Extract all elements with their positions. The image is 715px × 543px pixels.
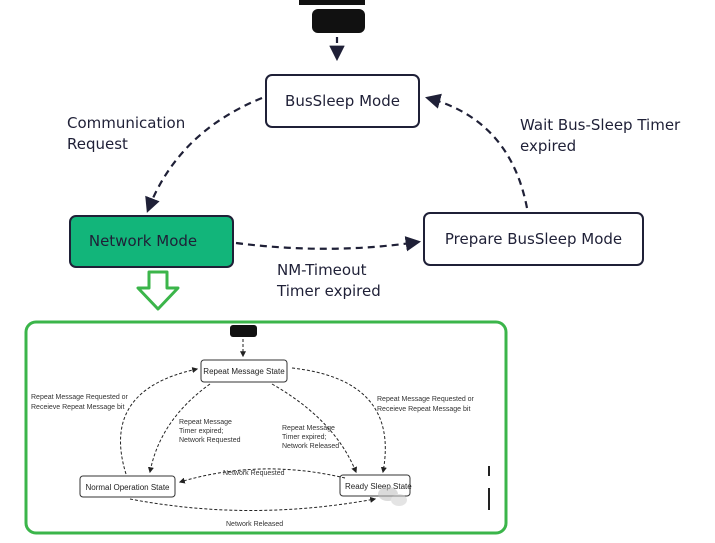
state-normal-operation: Normal Operation State bbox=[79, 475, 176, 498]
state-repeat-message: Repeat Message State bbox=[200, 359, 288, 383]
state-network-label: Network Mode bbox=[89, 232, 197, 250]
state-network-mode: Network Mode bbox=[69, 215, 234, 268]
label-nm-timeout-2: Timer expired bbox=[276, 282, 381, 300]
label-right-outer-1: Repeat Message Requested or bbox=[377, 396, 475, 403]
label-to-ready: Network Released bbox=[226, 521, 283, 528]
arrow-ready-to-repeat bbox=[291, 367, 387, 474]
vertical-tick bbox=[488, 466, 490, 476]
state-ready-label: Ready Sleep State bbox=[345, 482, 412, 491]
arrow-comm-request bbox=[145, 96, 263, 213]
top-bar bbox=[299, 0, 365, 5]
state-prepare-label: Prepare BusSleep Mode bbox=[445, 230, 622, 248]
label-comm-request-1: Communication bbox=[67, 114, 185, 132]
label-nm-timeout-1: NM-Timeout bbox=[277, 261, 367, 279]
label-right-outer-2: Receieve Repeat Message bit bbox=[377, 406, 470, 413]
vertical-tick bbox=[488, 488, 490, 510]
label-right-inner-2: Timer expired; bbox=[282, 434, 327, 441]
label-right-inner-3: Network Released bbox=[282, 443, 339, 450]
label-comm-request-2: Request bbox=[67, 135, 128, 153]
initial-node bbox=[312, 9, 365, 33]
arrow-wait-timer bbox=[425, 93, 529, 209]
state-prepare-bussleep-mode: Prepare BusSleep Mode bbox=[423, 212, 644, 266]
arrow-normal-to-repeat bbox=[120, 367, 199, 475]
watermark-chat-icon bbox=[378, 487, 407, 506]
label-wait-timer-2: expired bbox=[520, 137, 576, 155]
label-left-inner-3: Network Requested bbox=[179, 437, 241, 444]
substate-frame bbox=[24, 320, 508, 535]
state-repeat-label: Repeat Message State bbox=[203, 367, 285, 376]
arrow-ready-to-normal bbox=[178, 468, 346, 484]
label-left-outer-2: Receieve Repeat Message bit bbox=[31, 404, 124, 411]
label-to-normal: Network Requested bbox=[223, 470, 285, 477]
label-left-outer-1: Repeat Message Requested or bbox=[31, 394, 129, 401]
label-left-inner-1: Repeat Message bbox=[179, 419, 232, 426]
state-normal-label: Normal Operation State bbox=[85, 483, 170, 492]
arrow-nm-timeout bbox=[235, 236, 422, 252]
sub-initial-node bbox=[230, 325, 257, 337]
arrow-repeat-to-ready bbox=[271, 383, 357, 474]
label-left-inner-2: Timer expired; bbox=[179, 428, 224, 435]
state-ready-sleep: Ready Sleep State bbox=[339, 474, 412, 497]
label-wait-timer-1: Wait Bus-Sleep Timer bbox=[520, 116, 681, 134]
arrow-repeat-to-normal bbox=[147, 383, 211, 474]
arrow-normal-to-ready bbox=[129, 496, 377, 511]
expand-down-arrow bbox=[136, 270, 180, 311]
state-bussleep-label: BusSleep Mode bbox=[285, 92, 400, 110]
state-bussleep-mode: BusSleep Mode bbox=[265, 74, 420, 128]
label-right-inner-1: Repeat Message bbox=[282, 425, 335, 432]
